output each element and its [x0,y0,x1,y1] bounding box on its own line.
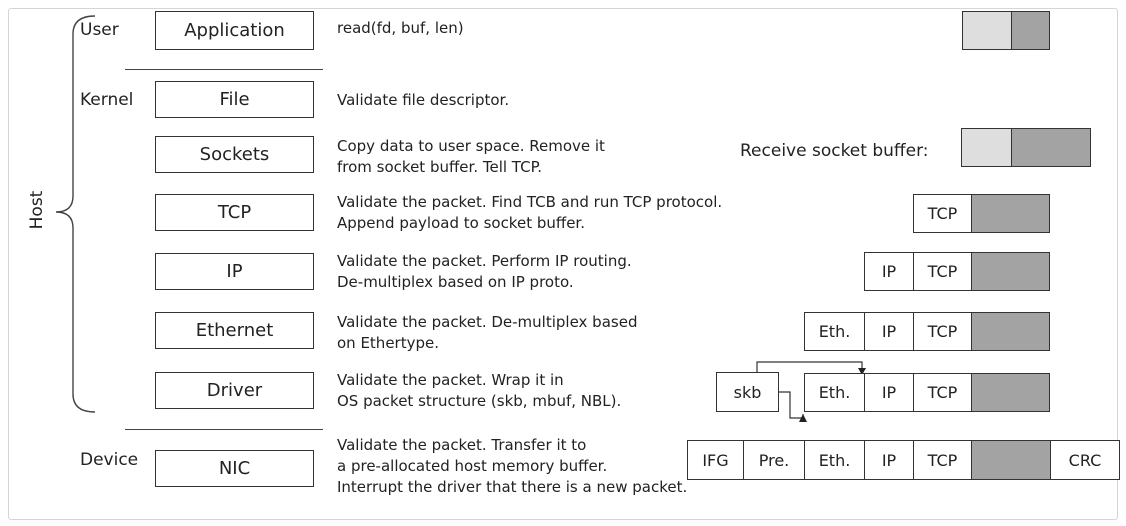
layer-tcp: TCP [155,194,314,231]
layer-ip: IP [155,253,314,290]
desc-ip: Validate the packet. Perform IP routing.… [337,252,632,291]
tcp-row-payload [971,194,1050,233]
driver-row-skb: skb [716,372,779,412]
desc-file: Validate file descriptor. [337,91,510,109]
nic-row-crc: CRC [1050,440,1120,480]
host-brace [55,15,96,413]
desc-tcp: Validate the packet. Find TCB and run TC… [337,193,723,232]
device-label: Device [80,450,139,470]
nic-row-eth-header: Eth. [804,440,865,480]
eth-row-tcp-header: TCP [913,312,972,351]
skb-wrap-connector-top [756,361,863,372]
diagram-frame [8,8,1118,520]
layer-sockets: Sockets [155,136,314,173]
ip-row-ip-header: IP [864,252,914,291]
host-device-separator [125,429,323,430]
user-kernel-separator [125,69,323,70]
layer-nic: NIC [155,450,314,487]
desc-nic: Validate the packet. Transfer it to a pr… [337,436,688,496]
app-buffer-data [1011,11,1050,50]
ip-row-tcp-header: TCP [913,252,972,291]
app-buffer-free [962,11,1012,50]
user-label: User [80,20,119,40]
skb-arrow-bottom [799,414,807,422]
ip-row-payload [971,252,1050,291]
skb-arrow-top [858,368,866,375]
desc-application: read(fd, buf, len) [337,19,464,37]
desc-driver: Validate the packet. Wrap it in OS packe… [337,371,622,410]
eth-row-payload [971,312,1050,351]
driver-row-tcp-header: TCP [913,373,972,412]
layer-driver: Driver [155,372,314,409]
layer-application: Application [155,11,314,50]
desc-ethernet: Validate the packet. De-multiplex based … [337,313,638,352]
eth-row-eth-header: Eth. [804,312,865,351]
receive-socket-buffer-label: Receive socket buffer: [740,141,929,161]
nic-row-tcp-header: TCP [913,440,972,480]
skb-wrap-connector-bottom [779,391,804,419]
layer-file: File [155,81,314,118]
driver-row-ip-header: IP [864,373,914,412]
eth-row-ip-header: IP [864,312,914,351]
kernel-label: Kernel [80,90,134,110]
host-label: Host [27,190,47,230]
nic-row-payload [971,440,1051,480]
driver-row-payload [971,373,1050,412]
layer-ethernet: Ethernet [155,312,314,349]
nic-row-preamble: Pre. [743,440,805,480]
socket-buffer-data [1011,128,1091,167]
driver-row-eth-header: Eth. [804,373,865,412]
tcp-row-tcp-header: TCP [913,194,972,233]
nic-row-ifg: IFG [687,440,744,480]
nic-row-ip-header: IP [864,440,914,480]
socket-buffer-free [961,128,1012,167]
desc-sockets: Copy data to user space. Remove it from … [337,137,605,176]
